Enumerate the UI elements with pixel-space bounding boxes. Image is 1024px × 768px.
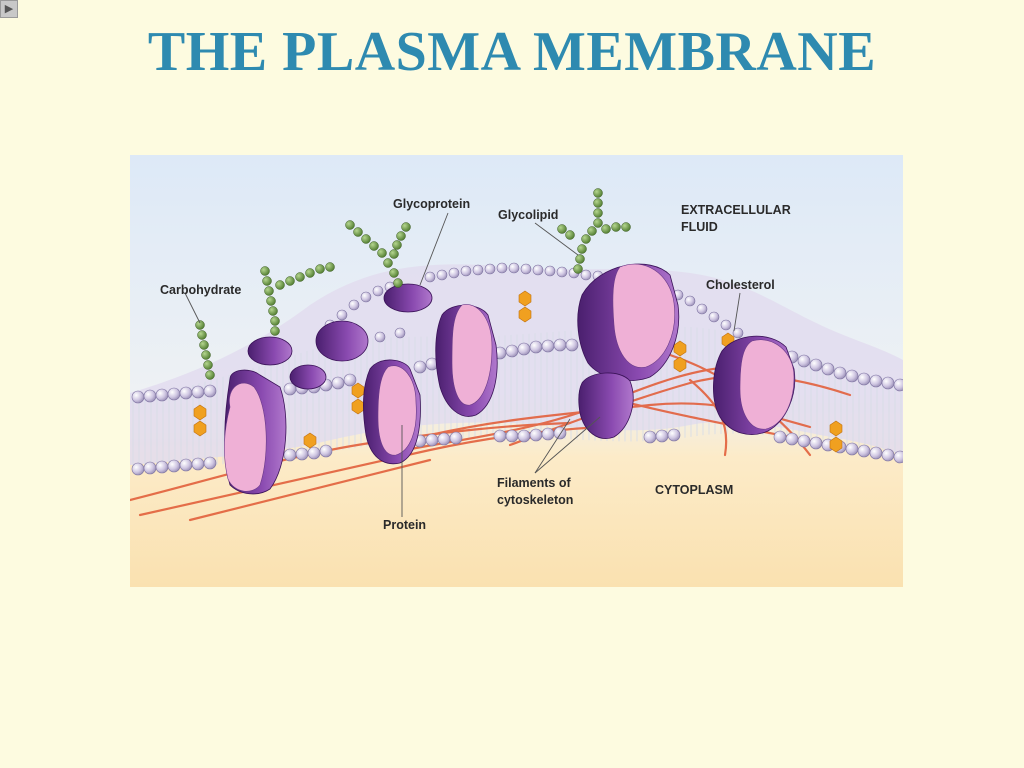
label-cholesterol: Cholesterol (706, 278, 775, 292)
label-cytoplasm: CYTOPLASM (655, 483, 733, 497)
integral-protein-2 (362, 359, 421, 465)
label-carbohydrate: Carbohydrate (160, 283, 241, 297)
peripheral-proteins (247, 283, 433, 390)
integral-protein-1 (224, 369, 287, 495)
play-icon: ▶ (4, 2, 14, 15)
carbohydrate-chains (195, 188, 631, 380)
label-extracellular-fluid-line2: FLUID (681, 220, 718, 234)
slide-title: THE PLASMA MEMBRANE (147, 21, 877, 83)
label-glycolipid: Glycolipid (498, 208, 558, 222)
integral-protein-5 (713, 335, 796, 435)
plasma-membrane-diagram: Glycoprotein Glycolipid EXTRACELLULAR FL… (130, 155, 903, 587)
integral-protein-4 (577, 263, 680, 439)
label-leader-lines (184, 212, 741, 517)
integral-protein-3 (435, 304, 498, 417)
label-filaments-line2: cytoskeleton (497, 493, 573, 507)
membrane-tail-region (130, 326, 903, 471)
label-protein: Protein (383, 518, 426, 532)
label-glycoprotein: Glycoprotein (393, 197, 470, 211)
play-button[interactable]: ▶ (0, 0, 18, 18)
label-extracellular-fluid-line1: EXTRACELLULAR (681, 203, 791, 217)
label-filaments-line1: Filaments of (497, 476, 571, 490)
